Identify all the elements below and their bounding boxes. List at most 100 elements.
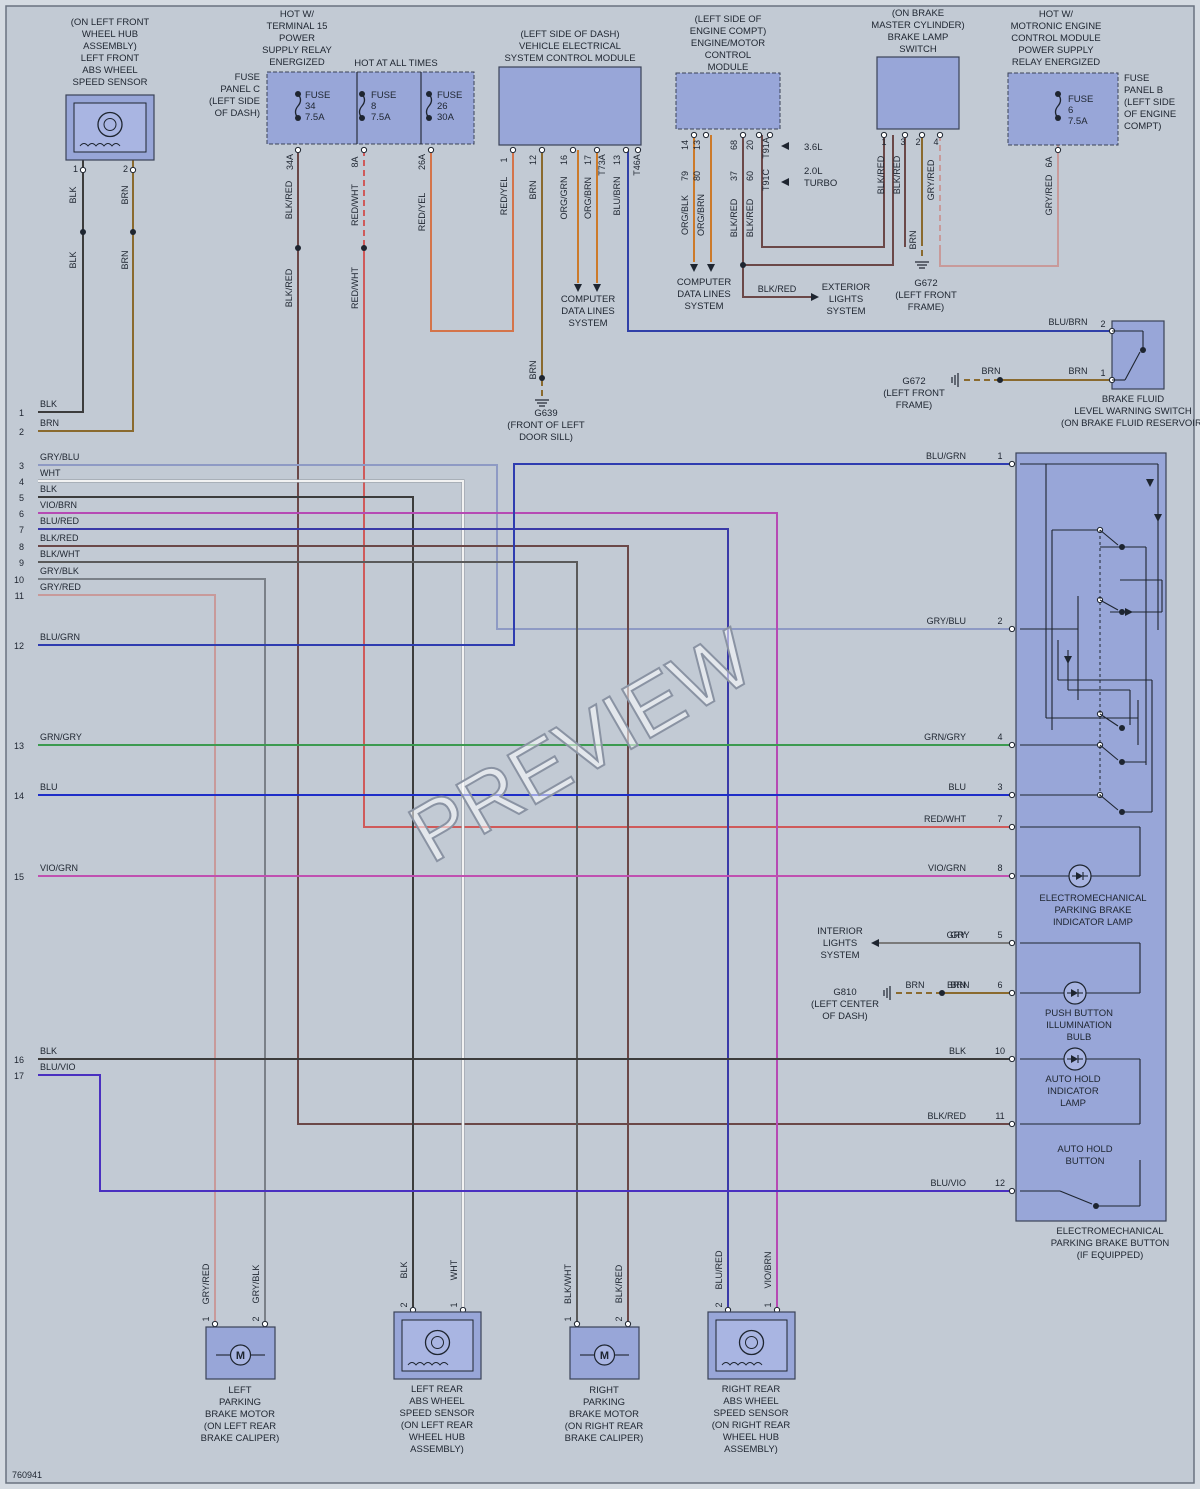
left-pin-number: 6 (19, 509, 24, 519)
fuse-panel-b-label: (LEFT SIDE (1124, 97, 1175, 108)
switch-blade (1124, 351, 1141, 381)
fuse-contact (426, 91, 432, 97)
lr-sensor-label: ASSEMBLY) (410, 1444, 464, 1455)
brake-fluid-label: (ON BRAKE FLUID RESERVOIR) (1061, 418, 1200, 429)
lf-sensor-label: WHEEL HUB (82, 29, 138, 40)
sensor-ring-icon (424, 1329, 451, 1356)
left-wire-label: BLK (40, 399, 57, 409)
exterior-lights-label: EXTERIOR (822, 282, 871, 293)
pin-number: 8A (350, 156, 360, 167)
epb-pin-terminal (1008, 625, 1016, 633)
bottom-pin-number: 2 (399, 1302, 409, 1307)
left-pin-number: 1 (19, 408, 24, 418)
hot-motronic-label: MOTRONIC ENGINE (1011, 21, 1102, 32)
right-pin-number: 10 (995, 1046, 1005, 1056)
hot-t15-label: HOT W/ (280, 9, 314, 20)
pin-number: 34A (285, 154, 295, 170)
bottom-wire-label: GRY/BLK (251, 1265, 261, 1304)
left-wire-label: VIO/GRN (40, 863, 78, 873)
motor-symbol: M (600, 1350, 609, 1362)
pin-terminal (294, 146, 302, 154)
pin-number: T91C (761, 168, 771, 191)
hot-motronic-label: HOT W/ (1039, 9, 1073, 20)
pin-number: 68 (729, 140, 739, 150)
splice-dot (80, 229, 86, 235)
right-pin-number: 8 (997, 863, 1002, 873)
sensor-ring-icon (103, 118, 117, 131)
doc-number: 760941 (12, 1470, 42, 1480)
vehicle-electrical-system-control-module (498, 66, 642, 146)
right-pin-number: 2 (997, 616, 1002, 626)
switch-contact (1119, 725, 1125, 731)
diode-icon (1064, 656, 1072, 664)
diode-icon (1154, 514, 1162, 522)
switch-contact (1119, 544, 1125, 550)
pin-terminal (901, 131, 909, 139)
g639-label: (FRONT OF LEFT (507, 420, 585, 431)
computer-data-lines-label: COMPUTER (561, 294, 616, 305)
switch-contact (1119, 609, 1125, 615)
hot-t15-label: SUPPLY RELAY (262, 45, 332, 56)
ecm-label: CONTROL (705, 50, 751, 61)
interior-lights-arrow-icon (871, 939, 879, 947)
fuse-26-label: FUSE (437, 90, 462, 101)
bottom-wire-label: WHT (449, 1259, 459, 1280)
bottom-wire-label: GRY/RED (201, 1263, 211, 1304)
left-pin-number: 9 (19, 558, 24, 568)
right-pin-number: 1 (997, 451, 1002, 461)
wire-label: RED/YEL (417, 193, 427, 232)
left-pin-number: 12 (14, 641, 24, 651)
g672-ground-icon (951, 373, 959, 387)
computer-data-lines-label: COMPUTER (677, 277, 732, 288)
wire-red-yel-f26 (430, 150, 514, 332)
pin-number: 13 (692, 140, 702, 150)
g672-ground-icon (915, 261, 929, 269)
right-wire-label: BLK/RED (927, 1111, 966, 1121)
pin-number: T73A (597, 154, 607, 176)
wire-blu-brn (627, 150, 1112, 332)
pin-terminal (509, 146, 517, 154)
bottom-pin-terminal (573, 1320, 581, 1328)
engine-motor-control-module (675, 72, 781, 130)
epb-lamp-label: ELECTROMECHANICAL (1039, 893, 1146, 904)
wire-blu-red (38, 528, 729, 1310)
fuse-contact (359, 91, 365, 97)
wire-label: BRN (528, 180, 538, 199)
bottom-pin-number: 1 (201, 1316, 211, 1321)
pin-number: 79 (680, 171, 690, 181)
pin-terminal (739, 131, 747, 139)
hot-all-times-label: HOT AT ALL TIMES (354, 58, 437, 69)
pin-number: 2 (915, 137, 920, 147)
left-wire-label: BRN (40, 418, 59, 428)
wire-label: BRN (950, 980, 969, 990)
epb-switch (1099, 794, 1119, 811)
hot-motronic-label: RELAY ENERGIZED (1012, 57, 1100, 68)
diode-icon (1071, 989, 1078, 997)
fuse-8-label: 7.5A (371, 112, 391, 123)
left-wire-label: GRN/GRY (40, 732, 82, 742)
epb-pin-terminal (1008, 1120, 1016, 1128)
left-wire-label: BLU/GRN (40, 632, 80, 642)
pin-terminal (129, 166, 137, 174)
epb-pin-terminal (1008, 460, 1016, 468)
wire-label: ORG/BLK (680, 195, 690, 235)
pin-number: 1 (881, 137, 886, 147)
lf-sensor-label: ASSEMBLY) (83, 41, 137, 52)
wire-label: BLK/RED (729, 198, 739, 237)
exterior-lights-label: LIGHTS (829, 294, 863, 305)
splice-dot (361, 245, 367, 251)
fuse-panel-b-label: COMPT) (1124, 121, 1161, 132)
wire-label: BRN (981, 366, 1000, 376)
coil-icon (721, 1362, 763, 1366)
g810-label: (LEFT CENTER (811, 999, 879, 1010)
bottom-pin-number: 1 (563, 1316, 573, 1321)
right-motor-label: BRAKE MOTOR (569, 1409, 639, 1420)
bottom-wire-label: BLK/WHT (563, 1264, 573, 1305)
pin-terminal (766, 131, 774, 139)
push-bulb-label: ILLUMINATION (1046, 1020, 1112, 1031)
pin-number: 37 (729, 171, 739, 181)
right-pin-number: 7 (997, 814, 1002, 824)
hot-t15-label: ENERGIZED (269, 57, 325, 68)
interior-lights-label: LIGHTS (823, 938, 857, 949)
left-pin-number: 16 (14, 1055, 24, 1065)
